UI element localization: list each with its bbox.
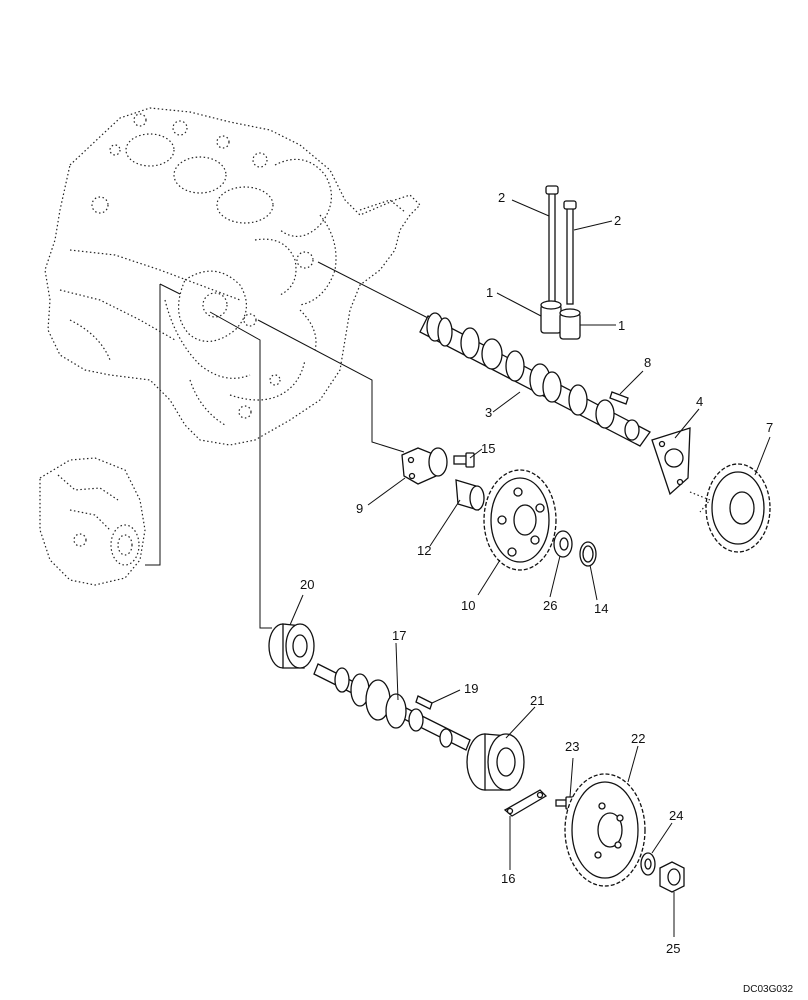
drawing-reference-code: DC03G032 xyxy=(743,984,793,995)
camshaft xyxy=(419,312,651,447)
callout-17: 17 xyxy=(392,628,406,643)
nut xyxy=(659,861,685,893)
callout-12: 12 xyxy=(417,543,431,558)
engine-block-outline xyxy=(44,107,421,446)
thrust-washer xyxy=(553,530,573,558)
tappet-right xyxy=(559,308,581,340)
push-rod-left xyxy=(545,185,559,307)
snap-ring xyxy=(579,541,597,567)
callout-2a: 2 xyxy=(498,190,505,205)
callout-14: 14 xyxy=(594,601,608,616)
retainer-plate xyxy=(503,789,548,817)
thrust-plate xyxy=(651,427,691,496)
injection-pump-outline xyxy=(39,457,146,586)
callout-19: 19 xyxy=(464,681,478,696)
callout-10: 10 xyxy=(461,598,475,613)
callout-3: 3 xyxy=(485,405,492,420)
callout-15: 15 xyxy=(481,441,495,456)
bolt xyxy=(453,452,475,468)
lock-washer xyxy=(640,852,656,876)
callout-2b: 2 xyxy=(614,213,621,228)
push-rod-right xyxy=(563,200,577,305)
callout-24: 24 xyxy=(669,808,683,823)
callout-labels: 1 1 2 2 3 4 7 8 9 10 12 14 15 16 17 19 2… xyxy=(300,190,773,956)
idler-gear-shaft xyxy=(401,447,448,485)
callout-23: 23 xyxy=(565,739,579,754)
callout-22: 22 xyxy=(631,731,645,746)
callout-26: 26 xyxy=(543,598,557,613)
bearing-front xyxy=(268,623,315,669)
bearing-rear xyxy=(466,733,525,791)
callout-7: 7 xyxy=(766,420,773,435)
callout-20: 20 xyxy=(300,577,314,592)
woodruff-key-camshaft xyxy=(609,391,629,405)
callout-25: 25 xyxy=(666,941,680,956)
woodruff-key-shaft xyxy=(415,695,433,710)
idler-bushing xyxy=(455,479,485,511)
tappet-left xyxy=(540,300,562,334)
callout-1b: 1 xyxy=(618,318,625,333)
callout-9: 9 xyxy=(356,501,363,516)
callout-leaders xyxy=(289,199,771,937)
idler-gear xyxy=(483,469,557,571)
callout-1a: 1 xyxy=(486,285,493,300)
callout-16: 16 xyxy=(501,871,515,886)
callout-8: 8 xyxy=(644,355,651,370)
alignment-lines xyxy=(145,261,429,629)
balancer-shaft xyxy=(313,663,471,751)
drive-gear xyxy=(564,773,646,887)
callout-21: 21 xyxy=(530,693,544,708)
cam-gear xyxy=(689,463,771,553)
callout-4: 4 xyxy=(696,394,703,409)
